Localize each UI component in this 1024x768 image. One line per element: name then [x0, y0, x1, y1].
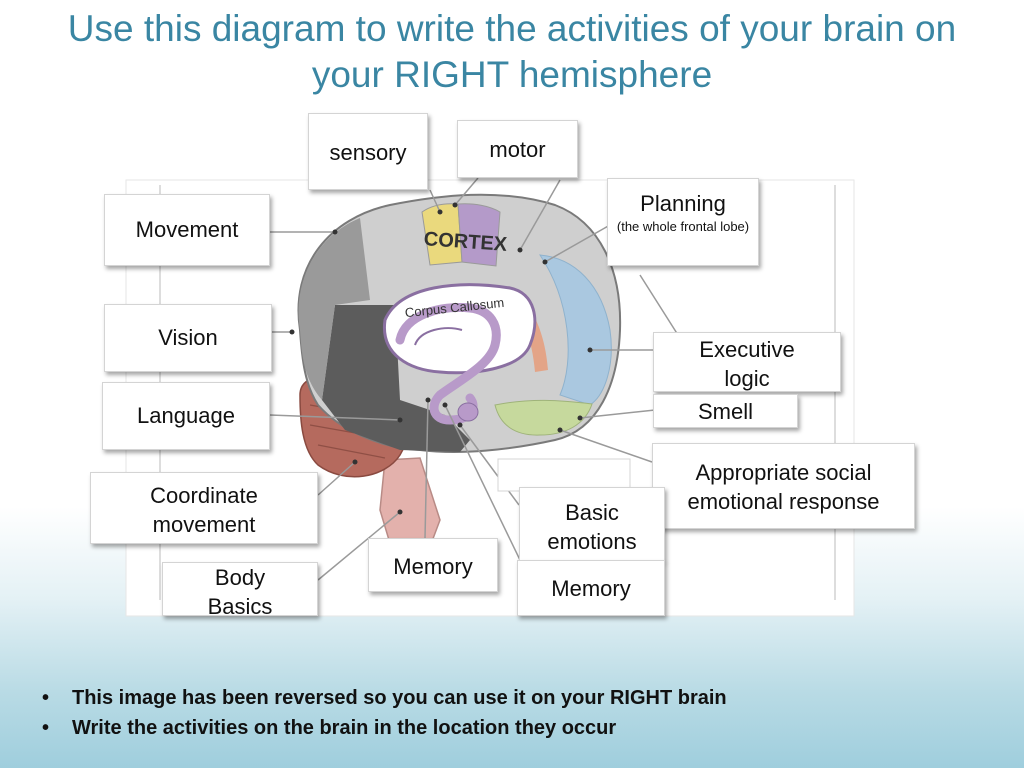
page-title: Use this diagram to write the activities… [67, 8, 957, 95]
amygdala [457, 402, 479, 422]
label-memory-left: Memory [368, 538, 498, 592]
limbic-system [395, 302, 501, 425]
instruction-item-1: • This image has been reversed so you ca… [40, 683, 1000, 713]
label-movement: Movement [104, 194, 270, 266]
label-executive-logic: Executive logic [653, 332, 841, 392]
instruction-text-1: This image has been reversed so you can … [72, 687, 727, 709]
bullet-dot: • [42, 687, 50, 709]
instruction-text-2: Write the activities on the brain in the… [72, 717, 617, 739]
planning-subtitle: (the whole frontal lobe) [616, 219, 750, 234]
label-smell: Smell [653, 394, 798, 428]
label-sensory: sensory [308, 113, 428, 190]
label-vision: Vision [104, 304, 272, 372]
motor-region [457, 203, 501, 267]
frontal-region [539, 254, 612, 406]
label-memory-right: Memory [517, 560, 665, 616]
cingulate-strip [505, 290, 548, 372]
instructions-list: • This image has been reversed so you ca… [40, 683, 1000, 743]
label-basic-emotions: Basic emotions [519, 487, 665, 561]
label-planning: Planning (the whole frontal lobe) [607, 178, 759, 266]
planning-title: Planning [640, 191, 726, 216]
label-motor: motor [457, 120, 578, 178]
label-language: Language [102, 382, 270, 450]
label-coordinate-movement: Coordinate movement [90, 472, 318, 544]
label-social-emotional-response: Appropriate social emotional response [652, 443, 915, 529]
label-body-basics: Body Basics [162, 562, 318, 619]
bullet-dot: • [42, 717, 50, 739]
instruction-item-2: • Write the activities on the brain in t… [40, 713, 1000, 743]
left-region [298, 218, 370, 400]
orbital-region [494, 399, 593, 436]
